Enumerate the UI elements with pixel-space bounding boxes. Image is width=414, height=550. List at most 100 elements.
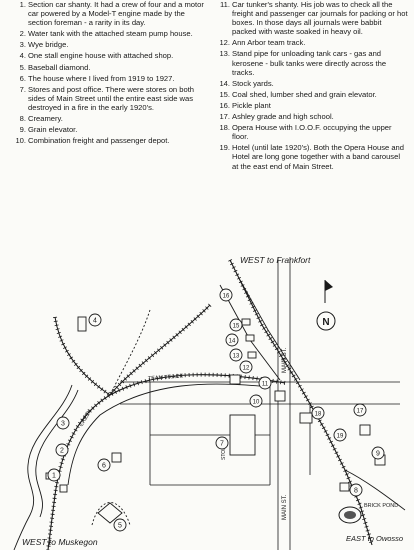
legend-item-text: Wye bridge. xyxy=(28,40,69,50)
legend-item: 11.Car tunker's shanty. His job was to c… xyxy=(210,0,408,36)
legend-item-text: Ann Arbor team track. xyxy=(232,38,306,48)
legend-left-column: 1.Section car shanty. It had a crew of f… xyxy=(6,0,204,147)
label-west-muskegon: WEST to Muskegon xyxy=(22,537,98,547)
map-marker-number: 4 xyxy=(93,318,97,325)
map-marker-number: 7 xyxy=(220,441,224,448)
map-marker-circle xyxy=(225,333,239,347)
legend-item-number: 7. xyxy=(19,84,26,94)
map-marker: 10 xyxy=(249,394,263,408)
map-marker-number: 17 xyxy=(357,409,364,415)
legend-item-text: Car tunker's shanty. His job was to chec… xyxy=(232,0,408,37)
map-marker: 13 xyxy=(229,348,243,362)
map-marker-circle xyxy=(239,360,253,374)
legend-item-number: 11. xyxy=(220,0,230,9)
map-marker: 18 xyxy=(311,406,325,420)
map-marker: 2 xyxy=(55,443,69,457)
map-marker: 19 xyxy=(333,428,347,442)
legend-item: 8.Creamery. xyxy=(6,114,204,123)
legend-item: 1.Section car shanty. It had a crew of f… xyxy=(6,0,204,27)
label-team-track: TEAM TRACK xyxy=(148,374,184,382)
legend-item-number: 18. xyxy=(219,123,230,133)
legend-item: 5.Baseball diamond. xyxy=(6,63,204,72)
map-marker-circle xyxy=(229,318,243,332)
legend-item-text: Pickle plant xyxy=(232,100,271,110)
legend-item-text: Ashley grade and high school. xyxy=(232,112,334,122)
creek xyxy=(13,384,79,550)
legend-item-number: 16. xyxy=(219,100,230,110)
town-railroad-map: N WEST to Frankfort WEST to Muskegon EAS… xyxy=(13,255,406,550)
map-marker: 4 xyxy=(88,313,102,327)
map-marker-number: 9 xyxy=(376,451,380,458)
map-marker: 17 xyxy=(353,403,367,417)
map-marker: 9 xyxy=(371,446,385,460)
legend-item-text: One stall engine house with attached sho… xyxy=(28,51,174,61)
map-marker: 7 xyxy=(215,436,229,450)
map-marker-number: 1 xyxy=(52,473,56,480)
legend-item-number: 8. xyxy=(19,114,26,124)
north-arrow: N xyxy=(316,280,336,331)
map-marker-circle xyxy=(371,446,385,460)
map-marker-circle xyxy=(229,348,243,362)
legend-item-text: Combination freight and passenger depot. xyxy=(28,136,170,146)
map-marker-circle xyxy=(88,313,102,327)
legend-item: 10.Combination freight and passenger dep… xyxy=(6,136,204,145)
legend-item-number: 17. xyxy=(219,112,230,122)
map-marker-circle xyxy=(55,443,69,457)
legend-item: 14.Stock yards. xyxy=(210,79,408,88)
legend-item: 12.Ann Arbor team track. xyxy=(210,38,408,47)
map-marker-number: 8 xyxy=(354,488,358,495)
label-main-st-south: MAIN ST. xyxy=(282,494,288,520)
legend-item-number: 13. xyxy=(219,49,230,59)
legend-item-text: Creamery. xyxy=(28,114,63,124)
legend-item: 17.Ashley grade and high school. xyxy=(210,112,408,121)
map-marker-number: 16 xyxy=(223,294,230,300)
map-text-labels: WEST to Frankfort WEST to Muskegon EAST … xyxy=(22,255,403,547)
legend-item-number: 9. xyxy=(19,125,26,135)
legend-item: 7.Stores and post office. There were sto… xyxy=(6,85,204,112)
legend-item-text: Section car shanty. It had a crew of fou… xyxy=(28,0,204,28)
label-west-frankfort: WEST to Frankfort xyxy=(240,255,311,265)
legend-item-number: 15. xyxy=(219,89,230,99)
map-marker-circle xyxy=(258,376,272,390)
map-marker-circle xyxy=(215,436,229,450)
map-marker-number: 2 xyxy=(60,448,64,455)
legend-item-number: 4. xyxy=(19,51,26,61)
legend-item: 13.Stand pipe for unloading tank cars - … xyxy=(210,49,408,76)
legend-item-number: 14. xyxy=(219,78,230,88)
legend-item: 3.Wye bridge. xyxy=(6,40,204,49)
map-marker-circle xyxy=(249,394,263,408)
label-east-owosso: EAST to Owosso xyxy=(346,534,403,543)
baseball-diamond xyxy=(91,502,131,526)
legend-item-text: Stand pipe for unloading tank cars - gas… xyxy=(232,49,387,77)
legend-item-number: 1. xyxy=(19,0,26,9)
map-marker-circle xyxy=(333,428,347,442)
legend-item: 15.Coal shed, lumber shed and grain elev… xyxy=(210,90,408,99)
map-marker: 12 xyxy=(239,360,253,374)
brick-pond xyxy=(338,506,362,524)
map-marker-number: 3 xyxy=(61,421,65,428)
map-marker-number: 12 xyxy=(243,366,250,372)
legend-item-number: 2. xyxy=(19,29,26,39)
map-marker-number: 18 xyxy=(315,412,322,418)
map-marker-number: 6 xyxy=(102,463,106,470)
legend-item-text: Grain elevator. xyxy=(28,125,78,135)
map-marker: 1 xyxy=(47,468,61,482)
label-stores: STORES xyxy=(221,439,227,460)
map-marker-circle xyxy=(349,483,363,497)
map-marker-circle xyxy=(97,458,111,472)
legend-item: 9.Grain elevator. xyxy=(6,125,204,134)
label-main-st-north: MAIN ST. xyxy=(282,347,288,373)
map-marker: 6 xyxy=(97,458,111,472)
legend-item: 6.The house where I lived from 1919 to 1… xyxy=(6,74,204,83)
legend-item: 16.Pickle plant xyxy=(210,101,408,110)
legend-item: 2.Water tank with the attached steam pum… xyxy=(6,29,204,38)
legend-item-text: Stores and post office. There were store… xyxy=(28,84,195,112)
legend-item-text: Hotel (until late 1920's). Both the Oper… xyxy=(232,143,404,171)
map-marker-number: 11 xyxy=(262,382,269,388)
map-marker-number: 14 xyxy=(229,339,236,345)
legend-item-number: 3. xyxy=(19,40,26,50)
legend-item-number: 19. xyxy=(219,143,230,153)
legend-item-text: Stock yards. xyxy=(232,78,274,88)
legend-item-number: 6. xyxy=(19,73,26,83)
